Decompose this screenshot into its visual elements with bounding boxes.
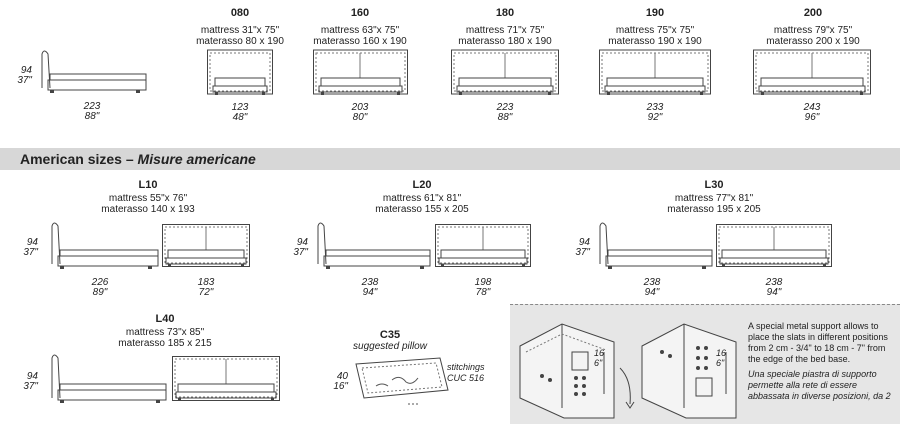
bed-top-view-080: [207, 49, 273, 95]
bed-top-view-160: [313, 49, 408, 95]
bed-top-view-200: [753, 49, 871, 95]
bed-side-view: [41, 50, 147, 93]
l40-top-view: [172, 356, 280, 401]
width-160: 203 80": [351, 102, 369, 123]
l30-side-view: [599, 222, 713, 269]
l20-width-label: 198 78": [474, 277, 492, 298]
stitchings-label: stitchings CUC 516: [447, 362, 485, 383]
size-160: 160 mattress 63"x 75" materasso 160 x 19…: [313, 7, 407, 48]
pillow-heading: C35 suggested pillow: [353, 329, 427, 353]
support-dim-left: 16 6": [594, 348, 605, 368]
size-l20: L20 mattress 61"x 81" materasso 155 x 20…: [375, 179, 469, 216]
l20-length-label: 238 94": [361, 277, 379, 298]
size-180: 180 mattress 71"x 75" materasso 180 x 19…: [458, 7, 552, 48]
l20-side-view: [317, 222, 431, 269]
bed-top-view-190: [599, 49, 711, 95]
side-length-label: 223 88": [83, 101, 101, 122]
width-200: 243 96": [803, 102, 821, 123]
l30-top-view: [716, 224, 832, 267]
support-note-italian: Una speciale piastra di supporto permett…: [748, 369, 891, 401]
l20-height-label: 94 37": [293, 237, 308, 258]
l10-height-label: 94 37": [23, 237, 38, 258]
support-note-english: A special metal support allows to place …: [748, 321, 888, 364]
l10-top-view: [162, 224, 250, 267]
size-l40: L40 mattress 73"x 85" materasso 185 x 21…: [118, 313, 212, 350]
support-dim-right: 16 6": [716, 348, 727, 368]
l40-height-label: 94 37": [23, 371, 38, 392]
side-height-label: 94 37": [17, 65, 32, 86]
american-sizes-band: [0, 148, 900, 170]
l40-side-view: [51, 354, 167, 403]
metal-support-illustration: [519, 323, 737, 419]
bed-top-view-180: [451, 49, 559, 95]
size-080: 080 mattress 31"x 75" materasso 80 x 190: [196, 7, 284, 48]
l30-height-label: 94 37": [575, 237, 590, 258]
size-l30: L30 mattress 77"x 81" materasso 195 x 20…: [667, 179, 761, 216]
width-080: 123 48": [231, 102, 249, 123]
l20-top-view: [435, 224, 531, 267]
width-180: 223 88": [496, 102, 514, 123]
l10-width-label: 183 72": [197, 277, 215, 298]
size-l10: L10 mattress 55"x 76" materasso 140 x 19…: [101, 179, 195, 216]
l10-length-label: 226 89": [91, 277, 109, 298]
l10-side-view: [51, 222, 159, 269]
pillow-drawing: [355, 357, 449, 405]
l30-length-label: 238 94": [643, 277, 661, 298]
american-sizes-title: American sizes – Misure americane: [20, 151, 256, 167]
l30-width-label: 238 94": [765, 277, 783, 298]
pillow-height-label: 40 16": [333, 371, 348, 392]
size-200: 200 mattress 79"x 75" materasso 200 x 19…: [766, 7, 860, 48]
size-190: 190 mattress 75"x 75" materasso 190 x 19…: [608, 7, 702, 48]
width-190: 233 92": [646, 102, 664, 123]
